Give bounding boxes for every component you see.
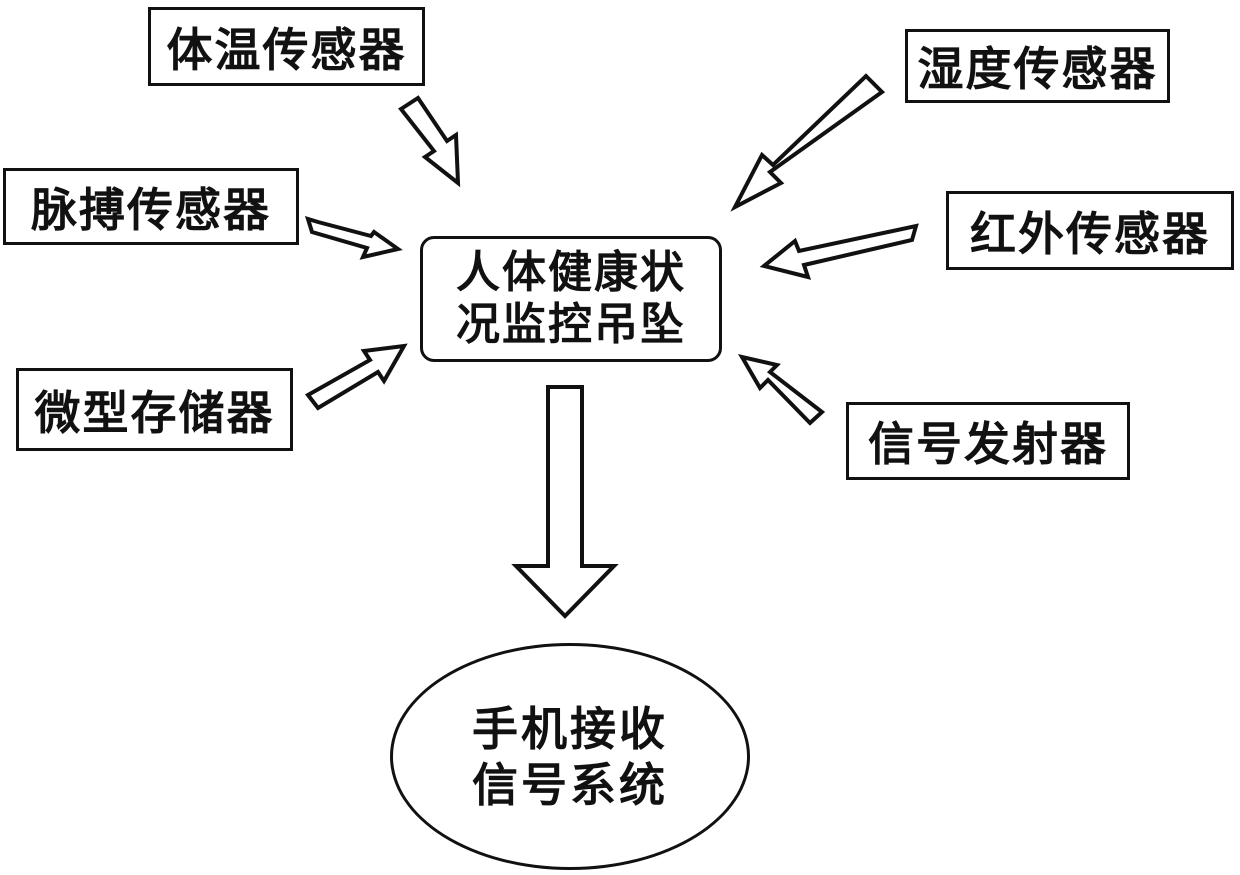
health-monitor-pendant-node: 人体健康状 况监控吊坠: [420, 236, 722, 362]
arrow-pulse-to-center: [308, 219, 398, 257]
output-node-line-1: 手机接收: [472, 701, 668, 757]
arrow-humidity-to-center: [735, 76, 882, 207]
humidity-sensor-label: 湿度传感器: [918, 33, 1158, 99]
infrared-sensor-label: 红外传感器: [970, 198, 1210, 264]
pulse-sensor-box: 脉搏传感器: [3, 168, 299, 245]
phone-receiver-system-node: 手机接收 信号系统: [390, 643, 750, 870]
pulse-sensor-label: 脉搏传感器: [31, 174, 271, 240]
signal-transmitter-box: 信号发射器: [846, 402, 1130, 480]
center-node-line-2: 况监控吊坠: [456, 299, 686, 351]
humidity-sensor-box: 湿度传感器: [905, 29, 1170, 103]
arrow-body-temperature-to-center: [401, 98, 458, 183]
infrared-sensor-box: 红外传感器: [946, 191, 1234, 270]
arrow-signal-transmitter-to-center: [742, 357, 822, 423]
output-node-line-2: 信号系统: [472, 757, 668, 813]
body-temperature-sensor-box: 体温传感器: [148, 7, 425, 86]
micro-storage-box: 微型存储器: [16, 368, 293, 451]
signal-transmitter-label: 信号发射器: [868, 408, 1108, 474]
micro-storage-label: 微型存储器: [35, 377, 275, 443]
arrow-center-to-phone: [516, 387, 614, 616]
arrow-micro-storage-to-center: [308, 346, 404, 408]
center-node-line-1: 人体健康状: [456, 247, 686, 299]
body-temperature-sensor-label: 体温传感器: [167, 14, 407, 80]
arrow-infrared-to-center: [764, 226, 916, 277]
